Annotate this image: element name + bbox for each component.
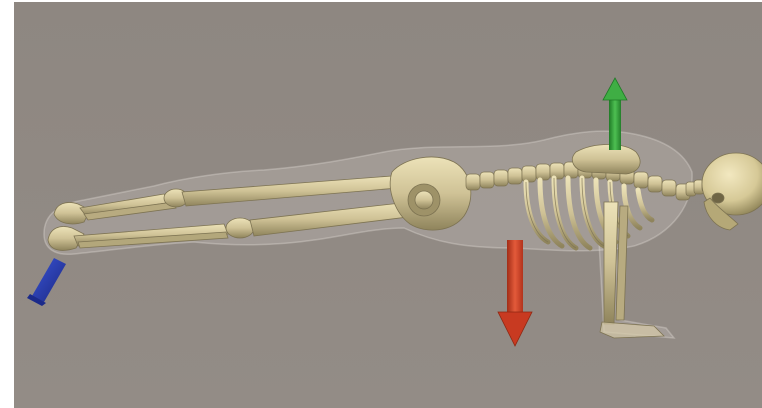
scapula: [572, 145, 640, 175]
scene-canvas: [14, 2, 762, 408]
plank-skeleton-scene: [14, 2, 762, 408]
